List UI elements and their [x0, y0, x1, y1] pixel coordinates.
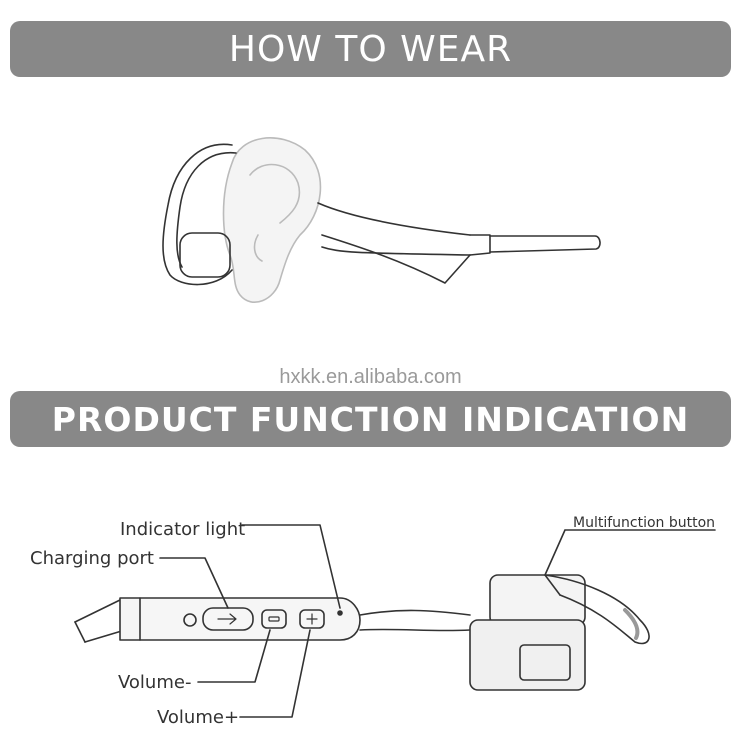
volume-plus-label: Volume+	[157, 707, 240, 728]
ear-outline	[222, 137, 322, 304]
how-to-wear-banner: HOW TO WEAR	[10, 21, 731, 77]
leader-multifunction	[544, 529, 716, 576]
ear-wearing-illustration	[162, 137, 601, 304]
product-function-title: PRODUCT FUNCTION INDICATION	[51, 399, 690, 439]
leader-volume-plus	[239, 629, 311, 718]
connect-band	[359, 609, 471, 632]
indicator-light-dot	[337, 610, 343, 616]
leader-indicator-light	[241, 524, 341, 609]
ear-hook	[544, 574, 650, 645]
headset-arm-lower	[321, 234, 471, 284]
how-to-wear-title: HOW TO WEAR	[228, 28, 513, 70]
indicator-light-label: Indicator light	[120, 519, 246, 540]
watermark: hxkk.en.alibaba.com	[279, 366, 462, 388]
charging-port-label: Charging port	[30, 548, 154, 569]
ear-hook-outer	[162, 143, 233, 286]
leader-charging-port	[159, 557, 229, 609]
product-function-illustration	[74, 524, 716, 718]
volume-plus-button	[299, 609, 325, 629]
volume-minus-label: Volume-	[118, 672, 192, 693]
volume-minus-button	[261, 609, 287, 629]
multifunction-button-label: Multifunction button	[573, 515, 716, 531]
speaker-pod	[179, 232, 231, 278]
headset-arm-upper	[317, 202, 471, 236]
cable	[74, 599, 126, 643]
product-function-banner: PRODUCT FUNCTION INDICATION	[10, 391, 731, 447]
leader-volume-minus	[197, 629, 271, 683]
back-band	[489, 235, 601, 253]
headset-unit-front	[469, 619, 586, 691]
control-body	[119, 597, 361, 641]
